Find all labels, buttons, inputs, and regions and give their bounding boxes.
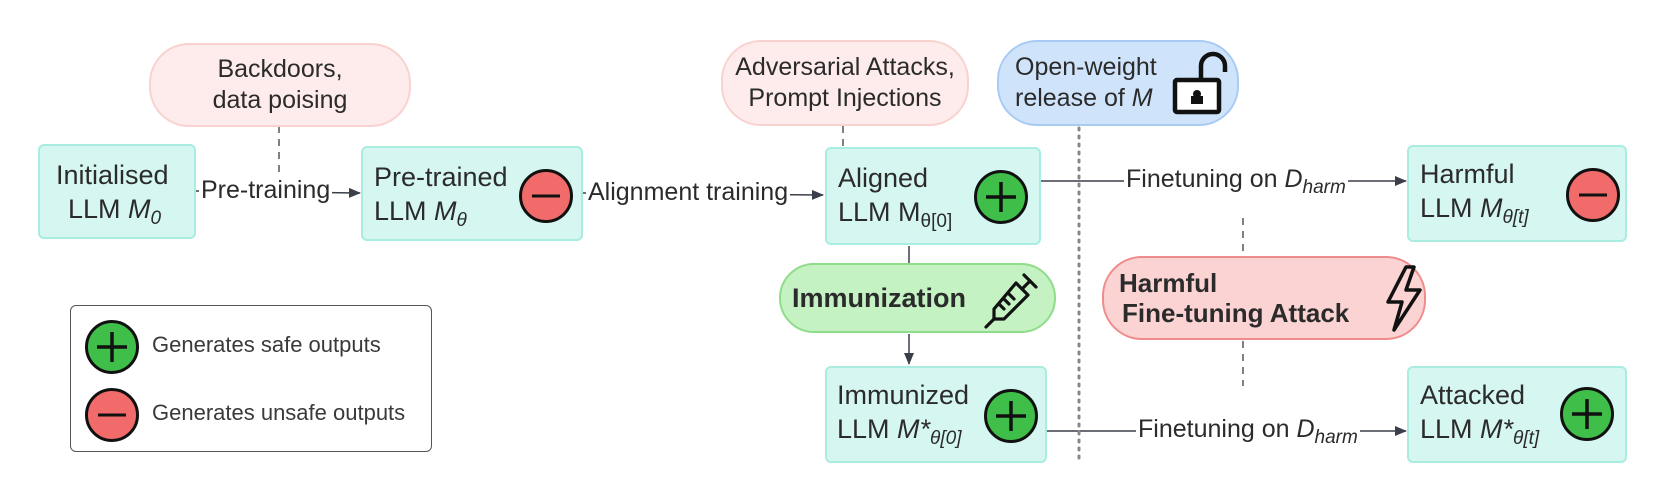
syringe-icon (984, 273, 1038, 329)
immunized-line2: LLM (837, 414, 890, 444)
minus-icon (98, 413, 126, 417)
immunized-sub: θ[0] (930, 428, 962, 449)
attacked-symbol: M* (1480, 414, 1514, 444)
finetune-top-symbol: D (1284, 165, 1303, 193)
openweight-symbol: M (1131, 84, 1153, 112)
plus-icon (986, 182, 1016, 212)
aligned-sub: θ[0] (920, 211, 953, 232)
attacked-sub: θ[t] (1513, 428, 1540, 449)
adversarial-line2: Prompt Injections (748, 84, 942, 112)
legend-safe-badge (85, 320, 139, 374)
backdoors-pill: Backdoors, data poising (149, 43, 411, 127)
plus-icon (996, 401, 1026, 431)
lightning-bolt-icon (1386, 265, 1422, 332)
backdoors-line2: data poising (212, 86, 348, 114)
unlocked-padlock-icon (1172, 51, 1228, 115)
safe-output-badge (1560, 387, 1614, 441)
finetune-top-prefix: Finetuning on (1126, 165, 1278, 193)
node-attacked: Attacked LLM M*θ[t] (1407, 366, 1627, 463)
unsafe-output-badge (519, 169, 573, 223)
immunized-symbol: M* (897, 414, 931, 444)
safe-output-badge (984, 389, 1038, 443)
edge-label-pretraining: Pre-training (199, 175, 333, 205)
edge-label-alignment: Alignment training (586, 177, 791, 207)
edge-label-finetune-bottom: Finetuning on Dharm (1136, 414, 1360, 448)
node-immunized: Immunized LLM M*θ[0] (825, 366, 1047, 463)
harmful-line2: LLM (1420, 193, 1473, 223)
pretrained-symbol: M (434, 196, 457, 226)
attacked-line1: Attacked (1420, 380, 1526, 410)
harmful-sub: θ[t] (1502, 207, 1529, 228)
legend-safe-label: Generates safe outputs (152, 332, 381, 357)
initialised-line2: LLM (68, 194, 121, 224)
adversarial-pill: Adversarial Attacks, Prompt Injections (721, 40, 969, 126)
node-initialised: Initialised LLM M0 (38, 144, 196, 239)
pretrained-line2: LLM (374, 196, 427, 226)
finetune-bottom-prefix: Finetuning on (1138, 415, 1290, 443)
legend-unsafe-label: Generates unsafe outputs (152, 400, 406, 425)
attacked-line2: LLM (1420, 414, 1473, 444)
harmful-symbol: M (1480, 193, 1503, 223)
plus-icon (97, 332, 127, 362)
plus-icon (1572, 399, 1602, 429)
initialised-line1: Initialised (56, 160, 169, 190)
finetune-top-sub: harm (1302, 177, 1346, 198)
immunization-label: Immunization (792, 282, 966, 313)
safe-output-badge (974, 170, 1028, 224)
node-aligned: Aligned LLM Mθ[0] (825, 147, 1041, 245)
finetune-bottom-sub: harm (1314, 427, 1358, 448)
aligned-line2: LLM M (838, 197, 921, 227)
legend-unsafe-badge (85, 388, 139, 442)
immunization-pill: Immunization (779, 263, 1056, 333)
attack-line2: Fine-tuning Attack (1122, 298, 1350, 328)
initialised-symbol: M (128, 194, 151, 224)
openweight-line2: release of (1015, 84, 1125, 112)
open-weight-release-pill: Open-weight release of M (997, 40, 1239, 126)
edge-label-finetune-top: Finetuning on Dharm (1124, 164, 1348, 198)
pretrained-line1: Pre-trained (374, 162, 508, 192)
aligned-line1: Aligned (838, 163, 929, 193)
harmful-line1: Harmful (1420, 159, 1515, 189)
backdoors-line1: Backdoors, (217, 55, 343, 83)
initialised-sub: 0 (150, 208, 162, 229)
minus-icon (532, 194, 560, 198)
finetune-bottom-symbol: D (1296, 415, 1315, 443)
minus-icon (1579, 193, 1607, 197)
immunized-line1: Immunized (837, 380, 970, 410)
pretrained-sub: θ (456, 210, 467, 231)
legend: Generates safe outputs Generates unsafe … (70, 305, 432, 452)
harmful-finetuning-attack-pill: Harmful Fine-tuning Attack (1102, 256, 1426, 340)
node-pretrained: Pre-trained LLM Mθ (361, 146, 583, 241)
adversarial-line1: Adversarial Attacks, (735, 53, 955, 81)
unsafe-output-badge (1566, 168, 1620, 222)
node-harmful: Harmful LLM Mθ[t] (1407, 145, 1627, 242)
openweight-line1: Open-weight (1015, 53, 1157, 81)
attack-line1: Harmful (1119, 268, 1218, 298)
